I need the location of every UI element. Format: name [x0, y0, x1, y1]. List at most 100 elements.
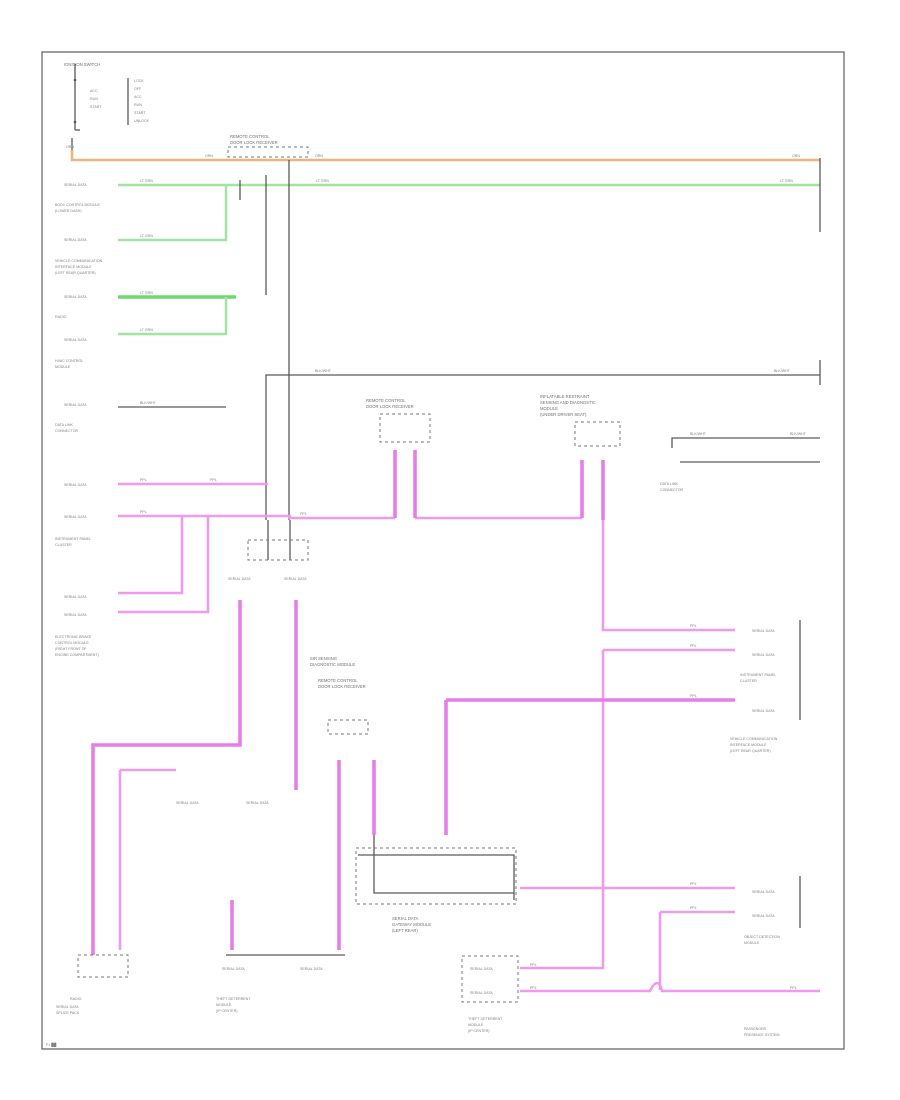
svg-text:SERIAL DATA: SERIAL DATA [752, 653, 775, 657]
svg-text:PPL: PPL [690, 882, 697, 886]
svg-text:THEFT DETERRENT: THEFT DETERRENT [216, 997, 251, 1001]
svg-text:LT GRN: LT GRN [140, 179, 153, 183]
svg-text:CONNECTOR: CONNECTOR [660, 488, 683, 492]
svg-text:SERIAL DATA: SERIAL DATA [752, 629, 775, 633]
svg-text:(IP CENTER): (IP CENTER) [468, 1029, 490, 1033]
svg-text:SIR SENSING: SIR SENSING [310, 656, 337, 661]
svg-text:PPL: PPL [690, 694, 697, 698]
svg-text:BLK/WHT: BLK/WHT [315, 369, 332, 373]
svg-text:REMOTE CONTROL: REMOTE CONTROL [230, 134, 270, 139]
svg-text:LT GRN: LT GRN [140, 328, 153, 332]
svg-text:LT GRN: LT GRN [140, 291, 153, 295]
svg-text:ORN: ORN [205, 154, 213, 158]
svg-text:SERIAL DATA: SERIAL DATA [392, 916, 419, 921]
svg-text:PPL: PPL [690, 624, 697, 628]
svg-text:ORN: ORN [66, 145, 74, 149]
svg-text:PPL: PPL [530, 963, 537, 967]
svg-text:LOCK: LOCK [134, 79, 144, 83]
svg-text:RUN: RUN [90, 97, 98, 101]
splice-block: SERIAL DATA SERIAL DATA [228, 520, 309, 581]
svg-text:ORN: ORN [792, 154, 800, 158]
svg-text:ACC: ACC [90, 89, 98, 93]
svg-text:MODULE: MODULE [55, 365, 71, 369]
svg-text:(LEFT REAR QUARTER): (LEFT REAR QUARTER) [55, 271, 96, 275]
svg-text:PPL: PPL [690, 644, 697, 648]
svg-text:SERIAL DATA: SERIAL DATA [64, 403, 87, 407]
svg-text:SERIAL DATA: SERIAL DATA [64, 515, 87, 519]
svg-text:SERIAL DATA: SERIAL DATA [470, 967, 493, 971]
svg-text:DOOR LOCK RECEIVER: DOOR LOCK RECEIVER [366, 404, 414, 409]
svg-text:INTERFACE MODULE: INTERFACE MODULE [55, 265, 92, 269]
left-connector-labels: SERIAL DATA BODY CONTROL MODULE (LOWER D… [55, 183, 103, 657]
svg-text:(RIGHT FRONT OF: (RIGHT FRONT OF [55, 647, 87, 651]
svg-text:ELECTRONIC BRAKE: ELECTRONIC BRAKE [55, 635, 92, 639]
svg-text:(LEFT REAR): (LEFT REAR) [392, 928, 418, 933]
svg-text:SERIAL DATA: SERIAL DATA [300, 967, 323, 971]
gateway-module: SERIAL DATA GATEWAY MODULE (LEFT REAR) [355, 835, 517, 933]
right-module-labels: SERIAL DATA SERIAL DATA INSTRUMENT PANEL… [730, 620, 801, 1037]
svg-text:RADIO: RADIO [70, 997, 82, 1001]
svg-text:BODY CONTROL MODULE: BODY CONTROL MODULE [55, 203, 101, 207]
svg-text:SERIAL DATA: SERIAL DATA [470, 991, 493, 995]
module-center-top: REMOTE CONTROL DOOR LOCK RECEIVER [227, 134, 309, 158]
svg-text:VEHICLE COMMUNICATION: VEHICLE COMMUNICATION [55, 259, 103, 263]
svg-text:UNLOCK: UNLOCK [134, 119, 150, 123]
svg-text:START: START [134, 111, 146, 115]
bottom-left-modules: SERIAL DATA SERIAL DATA RADIO SERIAL DAT… [56, 801, 345, 1015]
svg-text:SERIAL DATA: SERIAL DATA [64, 183, 87, 187]
svg-text:LT GRN: LT GRN [780, 179, 793, 183]
svg-text:REMOTE CONTROL: REMOTE CONTROL [318, 678, 358, 683]
svg-text:THEFT DETERRENT: THEFT DETERRENT [468, 1017, 503, 1021]
svg-text:PPL: PPL [140, 510, 147, 514]
svg-text:OBJECT DETECTION: OBJECT DETECTION [744, 935, 780, 939]
svg-text:DATA LINK: DATA LINK [55, 423, 73, 427]
svg-text:SERIAL DATA: SERIAL DATA [284, 577, 307, 581]
svg-text:PASSENGER: PASSENGER [744, 1027, 767, 1031]
svg-text:SERIAL DATA: SERIAL DATA [64, 595, 87, 599]
svg-text:SERIAL DATA: SERIAL DATA [222, 967, 245, 971]
pink-serial-data: PPL PPL PPL PPL PPL PPL PPL PPL PPL PPL … [91, 450, 820, 993]
ignition-switch: IGNITION SWITCH ACC RUN START LOCK OFF A… [64, 62, 150, 150]
svg-text:ACC: ACC [134, 95, 142, 99]
center-mid-labels: SIR SENSING DIAGNOSTIC MODULE REMOTE CON… [310, 656, 369, 735]
power-bus-orange: ORN ORN ORN [70, 150, 820, 162]
svg-text:SERIAL DATA: SERIAL DATA [56, 1005, 79, 1009]
svg-text:DIAGNOSTIC MODULE: DIAGNOSTIC MODULE [310, 662, 355, 667]
svg-text:INTERFACE MODULE: INTERFACE MODULE [730, 743, 767, 747]
svg-text:BLK/WHT: BLK/WHT [790, 432, 807, 436]
svg-text:SERIAL DATA: SERIAL DATA [176, 801, 199, 805]
svg-text:ENGINE COMPARTMENT): ENGINE COMPARTMENT) [55, 653, 99, 657]
svg-text:PPL: PPL [300, 512, 307, 516]
svg-text:LT GRN: LT GRN [316, 179, 329, 183]
svg-text:(LOWER DASH): (LOWER DASH) [55, 209, 82, 213]
svg-text:CLUSTER: CLUSTER [55, 543, 72, 547]
svg-text:SERIAL DATA: SERIAL DATA [228, 577, 251, 581]
svg-text:MODULE: MODULE [744, 941, 760, 945]
svg-text:BLK/WHT: BLK/WHT [690, 432, 707, 436]
svg-text:PPL: PPL [790, 986, 797, 990]
diagram-frame [41, 51, 845, 1050]
svg-text:CONTROL MODULE: CONTROL MODULE [55, 641, 89, 645]
svg-text:LT GRN: LT GRN [140, 234, 153, 238]
svg-text:MODULE: MODULE [216, 1003, 232, 1007]
svg-text:PPL: PPL [530, 986, 537, 990]
svg-text:DOOR LOCK RECEIVER: DOOR LOCK RECEIVER [230, 140, 278, 145]
svg-text:SERIAL DATA: SERIAL DATA [64, 238, 87, 242]
svg-text:RUN: RUN [134, 103, 142, 107]
svg-text:PRESENCE SYSTEM: PRESENCE SYSTEM [744, 1033, 780, 1037]
black-wiring: BLK/WHT BLK/WHT BLK/WHT BLK/WHT BLK/WHT … [118, 158, 821, 520]
svg-text:DOOR LOCK RECEIVER: DOOR LOCK RECEIVER [318, 684, 366, 689]
svg-text:SERIAL DATA: SERIAL DATA [64, 338, 87, 342]
svg-text:CONNECTOR: CONNECTOR [55, 429, 78, 433]
svg-text:BLK/WHT: BLK/WHT [774, 369, 791, 373]
svg-text:OFF: OFF [134, 87, 142, 91]
svg-text:INFLATABLE RESTRAINT: INFLATABLE RESTRAINT [540, 394, 590, 399]
svg-text:SERIAL DATA: SERIAL DATA [752, 914, 775, 918]
svg-text:SERIAL DATA: SERIAL DATA [752, 709, 775, 713]
svg-text:GATEWAY MODULE: GATEWAY MODULE [392, 922, 431, 927]
svg-text:(UNDER DRIVER SEAT): (UNDER DRIVER SEAT) [540, 412, 587, 417]
svg-text:SERIAL DATA: SERIAL DATA [246, 801, 269, 805]
svg-text:MODULE: MODULE [468, 1023, 484, 1027]
svg-text:INSTRUMENT PANEL: INSTRUMENT PANEL [55, 537, 91, 541]
